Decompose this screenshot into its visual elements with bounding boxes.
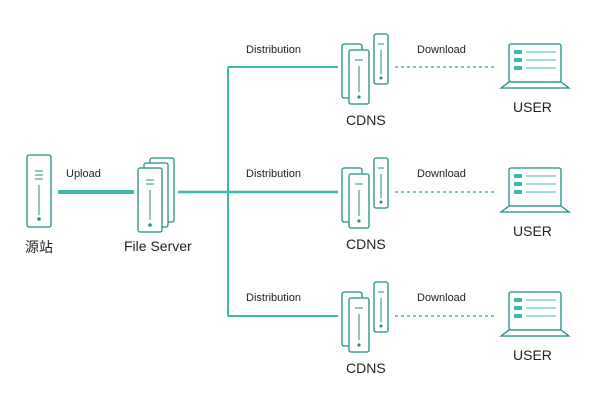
cdn-server-icon bbox=[341, 33, 389, 105]
file-server-label: File Server bbox=[124, 238, 192, 254]
server-icon bbox=[26, 154, 52, 228]
distribution-label-3: Distribution bbox=[246, 292, 302, 304]
distribution-label-2: Distribution bbox=[246, 168, 302, 180]
cdn-label-2: CDNS bbox=[346, 236, 386, 252]
user-label-1: USER bbox=[513, 99, 552, 115]
server-cluster-icon bbox=[137, 157, 175, 233]
source-label: 源站 bbox=[25, 239, 53, 255]
user-label-3: USER bbox=[513, 347, 552, 363]
laptop-icon bbox=[499, 167, 571, 213]
connectors bbox=[58, 66, 496, 317]
cdn-server-icon bbox=[341, 157, 389, 229]
download-label-3: Download bbox=[417, 292, 466, 304]
cdn-label-1: CDNS bbox=[346, 112, 386, 128]
upload-label: Upload bbox=[66, 168, 101, 180]
user-label-2: USER bbox=[513, 223, 552, 239]
cdn-label-3: CDNS bbox=[346, 360, 386, 376]
cdn-server-icon bbox=[341, 281, 389, 353]
distribution-label-1: Distribution bbox=[246, 44, 302, 56]
download-label-1: Download bbox=[417, 44, 466, 56]
laptop-icon bbox=[499, 291, 571, 337]
laptop-icon bbox=[499, 43, 571, 89]
download-label-2: Download bbox=[417, 168, 466, 180]
